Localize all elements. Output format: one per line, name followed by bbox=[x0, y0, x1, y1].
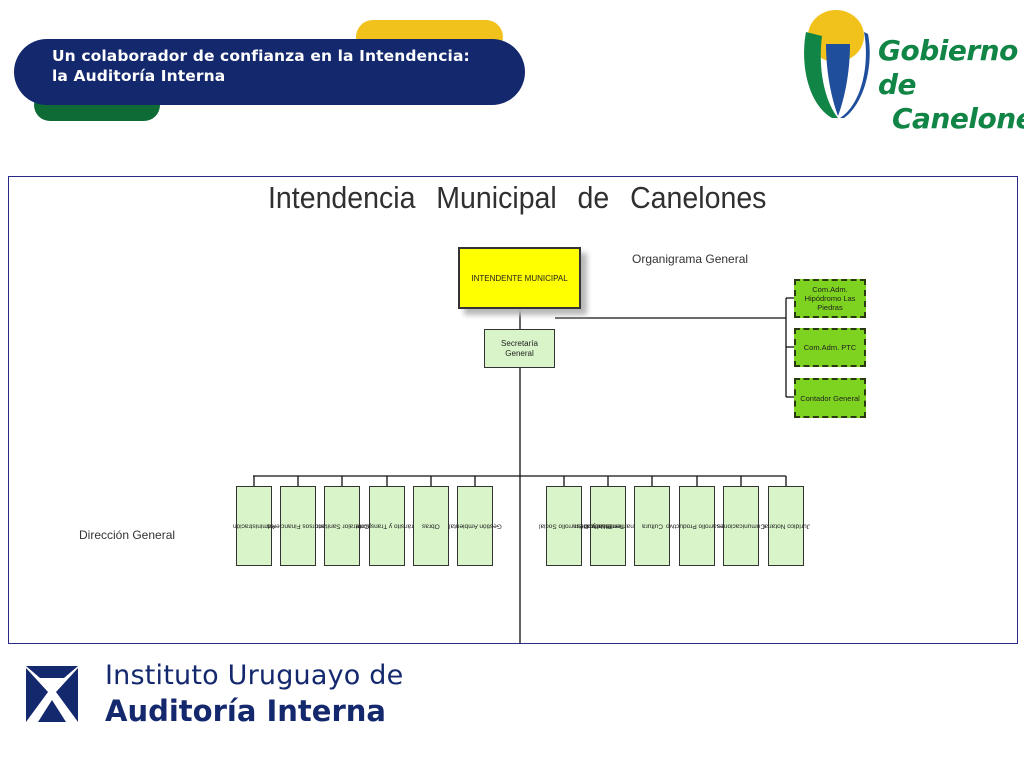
org-chart-frame bbox=[8, 176, 1018, 644]
dept-box-obras: Obras bbox=[413, 486, 449, 566]
side-box-line: Com.Adm. bbox=[812, 285, 848, 294]
side-box-line: Piedras bbox=[817, 303, 843, 312]
side-box-contador: Contador General bbox=[794, 378, 866, 418]
slide-title-line2: la Auditoría Interna bbox=[52, 67, 226, 85]
dept-box-transito: Tránsito y Transporte bbox=[356, 486, 418, 566]
dept-label: Tránsito y Transporte bbox=[356, 522, 418, 530]
intendente-label: INTENDENTE MUNICIPAL bbox=[471, 273, 568, 283]
dept-label: Jurídico Notarial bbox=[762, 522, 810, 530]
dept-box-contralor-sanitario: Contralor Sanitario bbox=[315, 486, 369, 566]
iuai-logo-line2: Auditoría Interna bbox=[105, 694, 386, 728]
logo-line2: Canelones bbox=[892, 102, 1024, 135]
dept-box-desarrollo-productivo: Desarrollo Productivo bbox=[666, 486, 728, 566]
secretaria-line1: Secretaría bbox=[501, 338, 538, 348]
title-banner bbox=[14, 39, 525, 105]
slide-title-line1: Un colaborador de confianza en la Intend… bbox=[52, 47, 470, 65]
org-chart-subtitle: Organigrama General bbox=[632, 252, 749, 266]
dept-box-juridico-notarial: Jurídico Notarial bbox=[763, 486, 809, 566]
side-box-line: Com.Adm. PTC bbox=[803, 343, 857, 352]
iuai-logo-line1: Instituto Uruguayo de bbox=[105, 660, 404, 691]
side-box-line: Contador General bbox=[800, 393, 860, 403]
intendente-municipal-box: INTENDENTE MUNICIPAL bbox=[458, 247, 581, 309]
slide-title: Un colaborador de confianza en la Intend… bbox=[52, 46, 522, 86]
dept-box-administracion: Administración bbox=[233, 486, 275, 566]
dept-label: Comunicaciones bbox=[716, 522, 766, 530]
side-box-line: Hipódromo Las bbox=[804, 294, 856, 303]
iuai-logo-icon bbox=[26, 666, 78, 722]
canelones-logo-icon bbox=[804, 10, 870, 118]
canelones-logo-text: Gobierno de Canelones bbox=[878, 34, 1024, 136]
dept-label: Gestión Ambiental bbox=[448, 522, 502, 530]
side-box-ptc: Com.Adm. PTC bbox=[794, 328, 866, 367]
org-chart-title: Intendencia Municipal de Canelones bbox=[268, 180, 767, 215]
dept-label: Cultura bbox=[641, 522, 663, 530]
secretaria-line2: General bbox=[505, 348, 534, 358]
dept-box-cultura: Cultura bbox=[634, 486, 670, 566]
dept-box-desarrollo-social: Desarrollo Social bbox=[539, 486, 589, 566]
dept-box-planificacion: Planificación Territorial y Acondicionam… bbox=[575, 486, 662, 566]
dept-box-comunicaciones: Comunicaciones bbox=[717, 486, 765, 566]
dept-box-gestion-ambiental: Gestión Ambiental bbox=[449, 486, 501, 566]
logo-line1: Gobierno de bbox=[878, 34, 1018, 101]
secretaria-general-box: Secretaría General bbox=[484, 329, 555, 368]
side-box-hipodromo: Com.Adm. Hipódromo Las Piedras bbox=[794, 279, 866, 318]
dept-label: Obras bbox=[422, 522, 440, 530]
direccion-general-label: Dirección General bbox=[79, 528, 176, 542]
dept-box-recursos-financieros: Recursos Financieros bbox=[267, 486, 329, 566]
